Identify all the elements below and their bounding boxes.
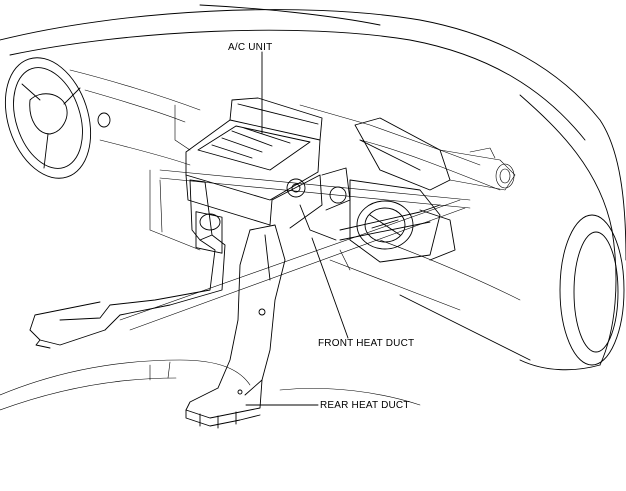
leader-lines bbox=[245, 51, 349, 406]
steering-column-parts bbox=[439, 147, 516, 191]
ac-unit-label: A/C UNIT bbox=[228, 42, 273, 53]
rear-heat-duct bbox=[185, 224, 286, 429]
dashboard bbox=[69, 69, 521, 311]
front-heat-duct-label: FRONT HEAT DUCT bbox=[318, 338, 415, 349]
ac-unit bbox=[185, 97, 351, 254]
car-body bbox=[0, 4, 626, 371]
steering-wheel bbox=[4, 57, 111, 179]
rear-heat-duct-label: REAR HEAT DUCT bbox=[320, 400, 410, 411]
front-heat-duct-left bbox=[29, 179, 226, 349]
blower-unit bbox=[339, 117, 456, 263]
cross-member bbox=[119, 169, 471, 331]
front-heat-duct-leader bbox=[311, 237, 349, 339]
floor-console bbox=[0, 359, 421, 411]
